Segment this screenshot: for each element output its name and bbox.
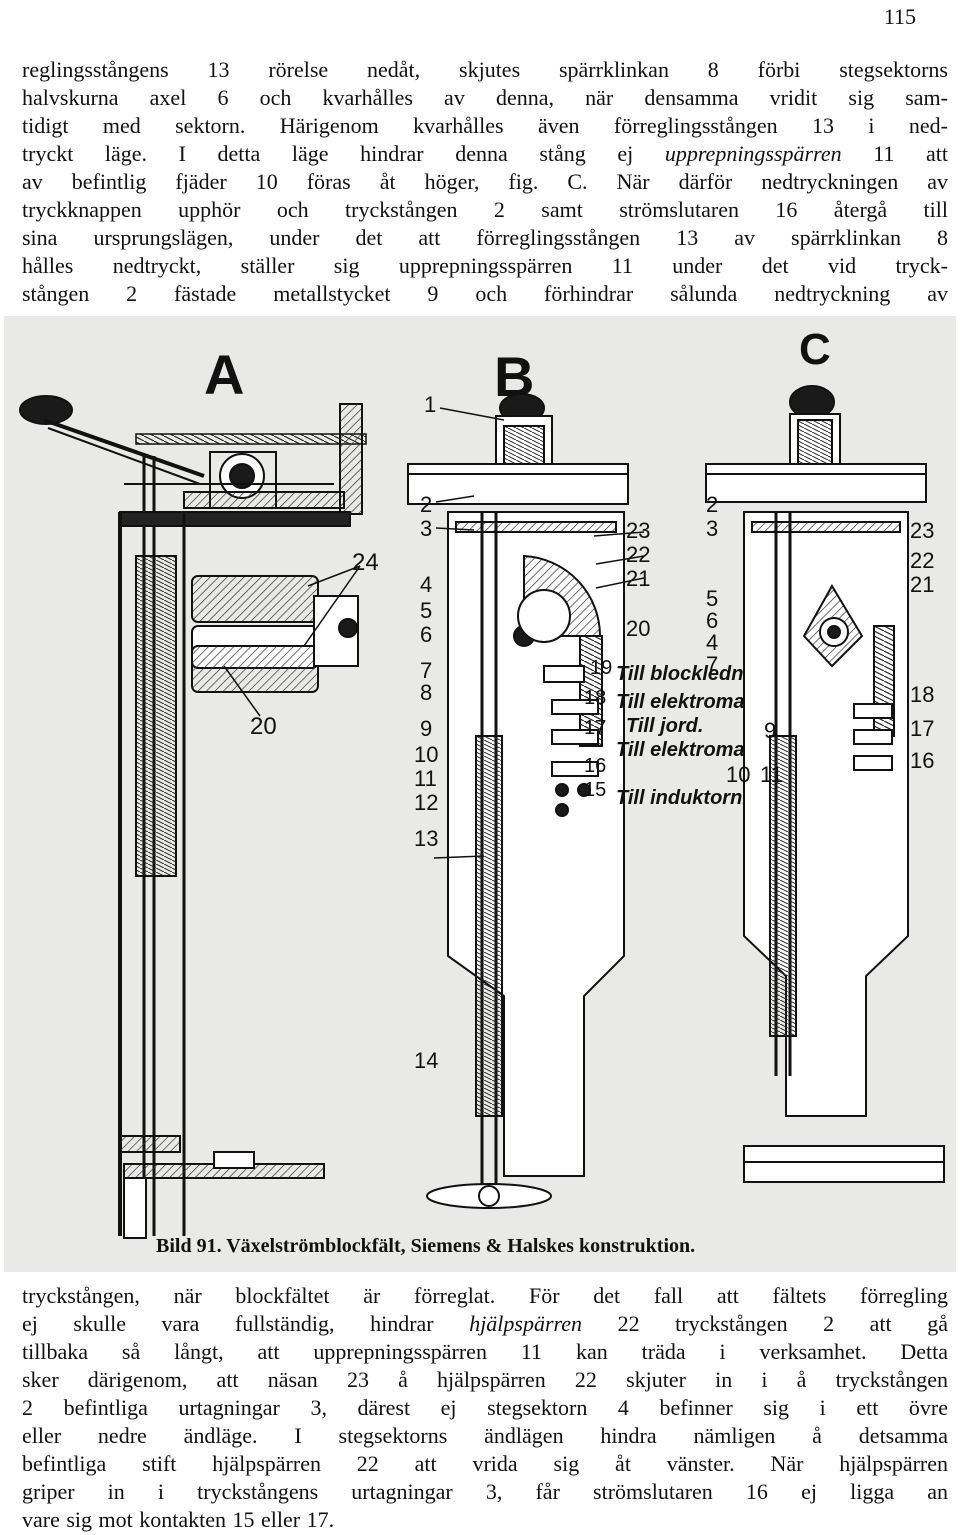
text-line: tryckknappen upphör och tryckstången 2 s… <box>22 197 948 222</box>
callout-2: 2 <box>420 492 432 517</box>
callout-24: 24 <box>352 549 379 576</box>
callout-c-17: 17 <box>910 716 934 741</box>
text-line: tryckt läge. I detta läge hindrar denna … <box>22 140 948 168</box>
callout-8: 8 <box>420 680 432 705</box>
callout-c-5: 5 <box>706 586 718 611</box>
callout-c-6: 6 <box>706 608 718 633</box>
callout-20-b: 20 <box>626 616 650 641</box>
text-line: griper in i tryckstångens urtagningar 3,… <box>22 1479 948 1504</box>
panel-c-drawing <box>705 385 945 1183</box>
text-line: sker därigenom, att näsan 23 å hjälpspär… <box>22 1367 948 1392</box>
callout-10: 10 <box>414 742 438 767</box>
callout-c-11: 11 <box>760 762 783 787</box>
panel-label-c: C <box>799 325 831 374</box>
text-run: tryckt läge. I detta läge hindrar denna … <box>22 141 665 166</box>
text-run: ej skulle vara fullständig, hindrar <box>22 1311 470 1336</box>
callout-c-22: 22 <box>910 548 934 573</box>
text-run: 11 att <box>841 141 948 166</box>
callout-23-b: 23 <box>626 518 650 543</box>
callout-5: 5 <box>420 598 432 623</box>
callout-19: 19 <box>590 657 612 679</box>
callout-22-b: 22 <box>626 542 650 567</box>
callout-3: 3 <box>420 516 432 541</box>
callout-12: 12 <box>414 790 438 815</box>
panel-a-drawing <box>19 395 367 1239</box>
page-number: 115 <box>883 4 916 29</box>
figure-drawing: A B C <box>19 325 945 1257</box>
text-run: 22 tryckstången 2 att gå <box>582 1311 948 1336</box>
terminal-label-inductor: Till induktorn. <box>616 787 748 809</box>
callout-c-23: 23 <box>910 518 934 543</box>
callout-16-b: 16 <box>584 755 606 777</box>
callout-c-16: 16 <box>910 748 934 773</box>
callout-14: 14 <box>414 1048 438 1073</box>
terminal-label-ground: Till jord. <box>626 715 703 737</box>
body-paragraph-top: reglingsstångens 13 rörelse nedåt, skjut… <box>22 56 948 308</box>
text-line: vare sig mot kontakten 15 eller 17. <box>22 1507 335 1532</box>
callout-c-4: 4 <box>706 630 718 655</box>
text-line: sina ursprungslägen, under det att förre… <box>22 225 948 250</box>
callout-c-21: 21 <box>910 572 934 597</box>
callout-18-b: 18 <box>584 687 606 709</box>
panel-b-drawing <box>407 393 645 1209</box>
callout-1: 1 <box>424 392 436 417</box>
callout-9: 9 <box>420 716 432 741</box>
callout-11: 11 <box>414 766 437 791</box>
callout-c-7: 7 <box>706 652 718 677</box>
panel-label-a: A <box>204 343 244 406</box>
callout-13: 13 <box>414 826 438 851</box>
callout-4: 4 <box>420 572 432 597</box>
text-line: tidigt med sektorn. Härigenom kvarhålles… <box>22 113 948 138</box>
text-line: stången 2 fästade metallstycket 9 och fö… <box>22 281 948 306</box>
text-line: reglingsstångens 13 rörelse nedåt, skjut… <box>22 57 948 82</box>
italic-term: upprepningsspärren <box>664 141 842 166</box>
text-line: ej skulle vara fullständig, hindrar hjäl… <box>22 1310 948 1338</box>
callout-17-b: 17 <box>584 717 606 739</box>
callout-7: 7 <box>420 658 432 683</box>
figure-caption: Bild 91. Växelströmblockfält, Siemens & … <box>156 1235 695 1257</box>
text-line: av befintlig fjäder 10 föras åt höger, f… <box>22 169 948 194</box>
text-line: hålles nedtryckt, ställer sig upprepning… <box>22 253 948 278</box>
text-line: halvskurna axel 6 och kvarhålles av denn… <box>22 85 948 110</box>
text-line: eller nedre ändläge. I stegsektorns ändl… <box>22 1423 948 1448</box>
callout-20-a: 20 <box>250 713 277 740</box>
callout-15: 15 <box>584 779 606 801</box>
technical-figure: A B C <box>4 316 956 1272</box>
text-line: befintliga stift hjälpspärren 22 att vri… <box>22 1451 948 1476</box>
terminal-label-block-line: Till blockledning. <box>616 663 779 685</box>
callout-6: 6 <box>420 622 432 647</box>
text-line: tillbaka så långt, att upprepningsspärre… <box>22 1339 948 1364</box>
callout-c-10: 10 <box>726 762 750 787</box>
italic-term: hjälpspärren <box>469 1311 583 1336</box>
callout-21-b: 21 <box>626 566 650 591</box>
callout-c-2: 2 <box>706 492 718 517</box>
callout-c-9: 9 <box>764 718 776 743</box>
callout-c-18: 18 <box>910 682 934 707</box>
text-line: tryckstången, när blockfältet är förregl… <box>22 1283 948 1308</box>
callout-c-3: 3 <box>706 516 718 541</box>
text-line: 2 befintliga urtagningar 3, därest ej st… <box>22 1395 948 1420</box>
body-paragraph-bottom: tryckstången, när blockfältet är förregl… <box>22 1282 948 1534</box>
